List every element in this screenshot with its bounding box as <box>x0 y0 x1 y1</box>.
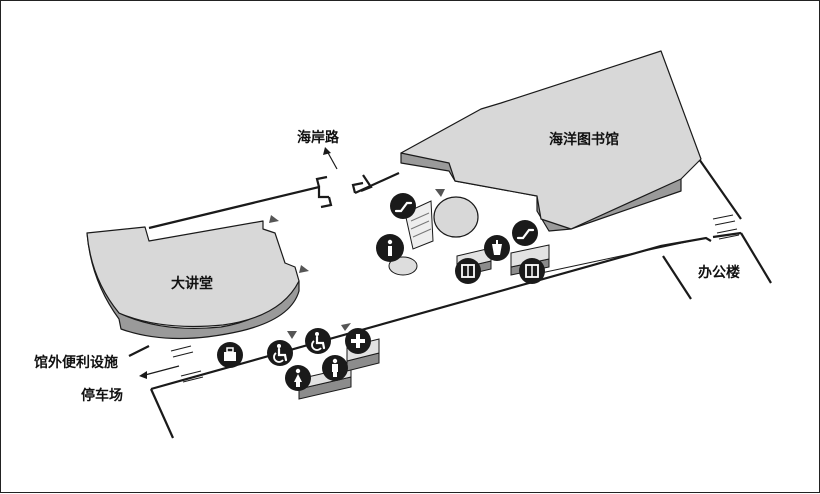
road-label: 海岸路 <box>297 129 340 146</box>
first-aid-icon[interactable] <box>345 328 371 354</box>
central-kiosk[interactable] <box>388 196 479 276</box>
escalator-icon[interactable] <box>390 193 416 219</box>
facilities-label: 馆外便利设施 <box>34 354 118 371</box>
elevator-icon[interactable] <box>455 258 481 284</box>
road-arrow-icon <box>323 147 338 170</box>
info-icon[interactable] <box>376 234 404 262</box>
auditorium-building[interactable] <box>86 220 300 340</box>
female-restroom-icon[interactable] <box>285 365 311 391</box>
parking-label: 停车场 <box>81 387 123 404</box>
elevator-icon[interactable] <box>519 258 545 284</box>
library-building[interactable] <box>400 50 702 232</box>
restroom-icon[interactable] <box>484 235 510 261</box>
exit-arrow-icon <box>139 365 180 379</box>
locker-icon[interactable] <box>217 342 243 368</box>
accessible-icon[interactable] <box>305 328 331 354</box>
male-restroom-icon[interactable] <box>322 355 348 381</box>
auditorium-label: 大讲堂 <box>171 275 213 292</box>
escalator-icon[interactable] <box>512 220 538 246</box>
accessible-icon[interactable] <box>267 340 293 366</box>
library-label: 海洋图书馆 <box>549 131 619 148</box>
road-network <box>128 158 772 439</box>
office-label: 办公楼 <box>698 264 740 281</box>
entrance-markers <box>269 189 445 339</box>
